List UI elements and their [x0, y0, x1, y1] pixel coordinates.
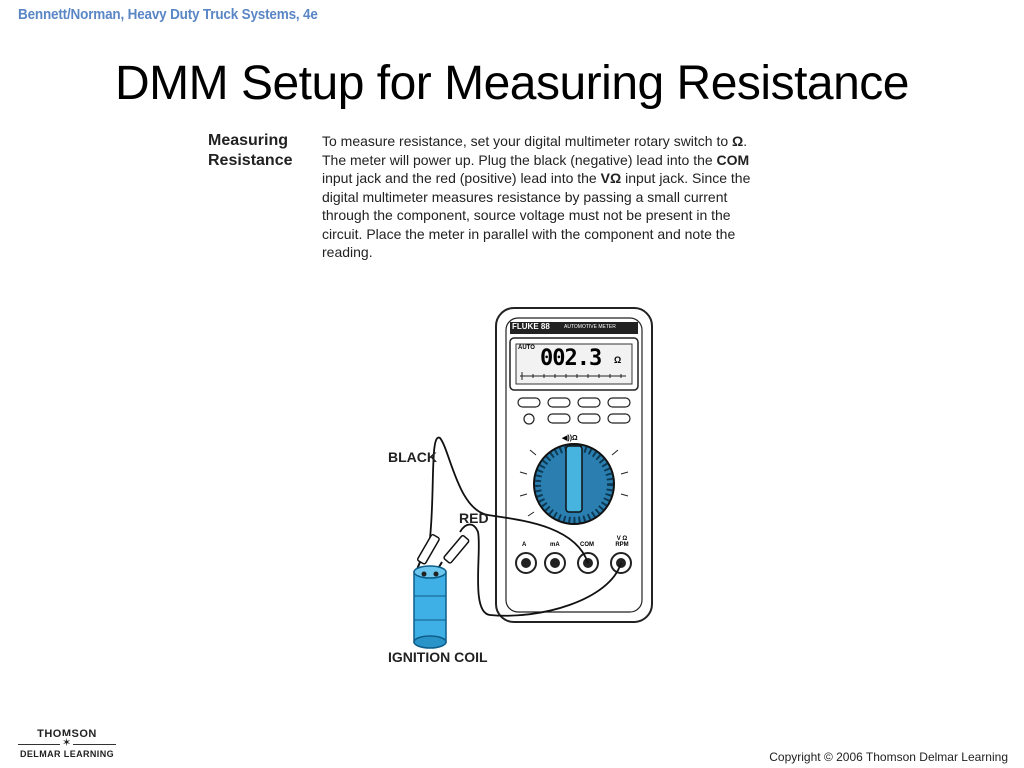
ignition-coil — [413, 565, 447, 649]
display-reading: 002.3 — [540, 346, 602, 371]
instructions-part-1: To measure resistance, set your digital … — [322, 133, 733, 149]
instructions-part-4: input jack. Since the digital multimeter… — [322, 170, 751, 260]
dmm-illustration — [413, 307, 653, 649]
section-label: Measuring Resistance — [208, 132, 293, 169]
jack-label-com: COM — [580, 542, 594, 548]
meter-inner-frame — [505, 317, 643, 613]
display-mode: AUTO — [518, 345, 535, 351]
vohm-jack-label: VΩ — [600, 170, 622, 186]
meter-subtitle: AUTOMOTIVE METER — [564, 324, 616, 330]
jack-label-vohm: V Ω RPM — [615, 536, 629, 548]
jack-label-ma: mA — [550, 542, 560, 548]
button-row-1 — [517, 397, 631, 408]
book-title: Bennett/Norman, Heavy Duty Truck Systems… — [18, 6, 318, 23]
com-jack-label: COM — [716, 151, 750, 168]
display-screen — [515, 343, 633, 385]
jack-label-a: A — [522, 542, 527, 548]
black-lead-wire — [429, 436, 589, 564]
dial-pointer — [565, 445, 583, 513]
black-lead-label: BLACK — [388, 449, 437, 465]
dial-top-label: ◀))Ω — [562, 435, 578, 442]
power-button — [523, 413, 535, 425]
button-row-2 — [547, 413, 631, 424]
dmm-diagram: FLUKE 88 AUTOMOTIVE METER AUTO 002.3 Ω ◀… — [370, 300, 670, 680]
logo-line-2: DELMAR LEARNING — [20, 749, 114, 759]
red-probe — [435, 535, 470, 573]
instructions-part-3: input jack and the red (positive) lead i… — [322, 170, 601, 186]
publisher-logo: THOMSON ✶ DELMAR LEARNING — [12, 728, 122, 759]
meter-brand: FLUKE 88 — [512, 322, 550, 331]
red-lead-wire — [459, 523, 622, 617]
ohm-symbol: Ω — [732, 133, 744, 149]
logo-line-1: THOMSON — [37, 728, 97, 740]
brand-strip — [510, 322, 638, 334]
instructions-part-2: . The meter will power up. Plug the blac… — [322, 133, 748, 168]
ignition-coil-label: IGNITION COIL — [388, 649, 488, 665]
display-unit: Ω — [614, 355, 622, 365]
bargraph-ticks — [521, 372, 622, 380]
logo-star-icon: ✶ — [60, 736, 74, 749]
red-lead-label: RED — [459, 510, 489, 526]
instructions-text: To measure resistance, set your digital … — [322, 132, 772, 262]
copyright-notice: Copyright © 2006 Thomson Delmar Learning — [769, 750, 1008, 764]
slide-title: DMM Setup for Measuring Resistance — [115, 57, 909, 110]
